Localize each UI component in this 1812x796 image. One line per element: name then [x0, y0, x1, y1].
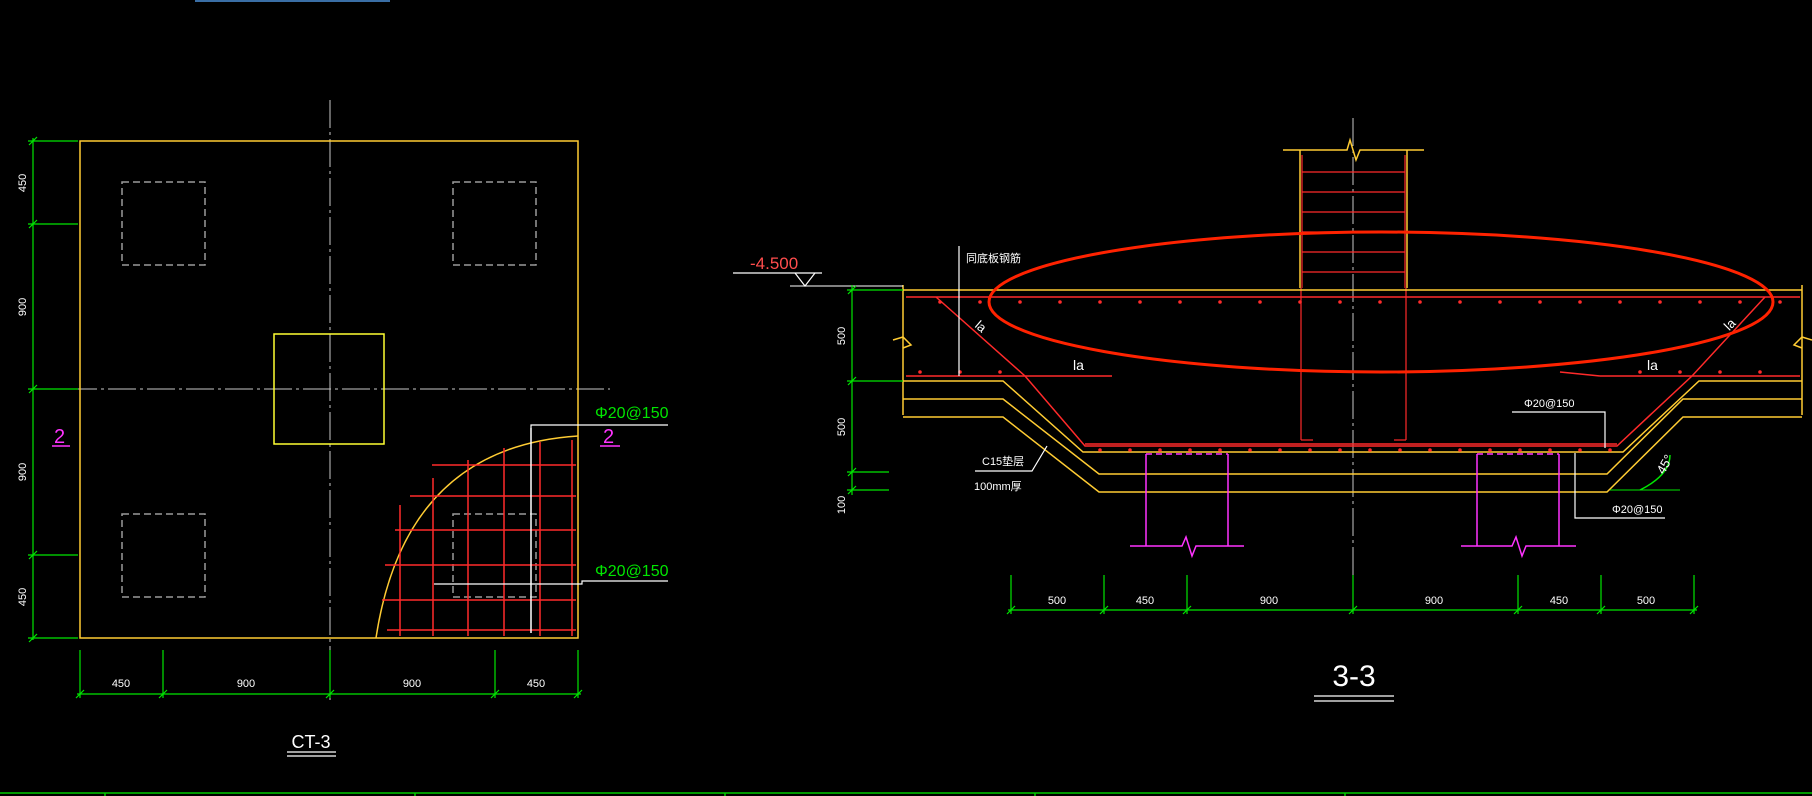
rebar-label-upper: Φ20@150 — [1524, 398, 1575, 410]
pile-square-bottom-right — [452, 513, 537, 598]
highlight-ellipse — [987, 230, 1775, 374]
cushion-note-1: C15垫层 — [982, 454, 1024, 468]
plan-dim-left-2: 900 — [17, 463, 29, 481]
rebar-quarter-arc — [375, 435, 579, 639]
plan-section-marker-right: 2 — [600, 426, 620, 448]
plan-rebar-leader-bottom — [434, 580, 668, 585]
la-left-diag: la — [972, 317, 990, 335]
plan-dim-left-1: 900 — [17, 298, 29, 316]
section-slab-outline — [892, 285, 1812, 493]
plan-dim-bottom-3: 450 — [527, 678, 545, 690]
elevation-label: -4.500 — [750, 254, 798, 273]
plan-dim-bottom — [75, 650, 583, 699]
section-column — [1283, 137, 1424, 441]
section-dim-bottom-2: 900 — [1260, 595, 1278, 607]
rebar-leader-lower — [1574, 453, 1665, 519]
plan-dim-left — [28, 136, 78, 643]
angle-annotation: 45° — [1610, 452, 1680, 491]
section-rebar — [906, 296, 1800, 447]
plan-center-lines — [30, 100, 610, 700]
section-piles — [1130, 453, 1576, 559]
cushion-leader — [975, 445, 1048, 472]
plan-title: CT-3 — [291, 732, 330, 752]
la-left: la — [1073, 357, 1084, 373]
section-dim-left-0: 500 — [836, 327, 848, 345]
plan-dim-left-0: 450 — [17, 174, 29, 192]
plan-column — [273, 333, 385, 445]
section-marker-right-label: 2 — [603, 426, 614, 448]
bottom-status-line — [0, 792, 1812, 796]
cushion-note-2: 100mm厚 — [974, 480, 1022, 493]
plan-dim-left-3: 450 — [17, 588, 29, 606]
section-dim-bottom-5: 500 — [1637, 595, 1655, 607]
rebar-leader-upper — [1512, 411, 1606, 448]
section-dim-bottom-3: 900 — [1425, 595, 1443, 607]
section-dim-bottom-1: 450 — [1136, 595, 1154, 607]
rebar-label-lower: Φ20@150 — [1612, 504, 1663, 516]
section-rebar-dots — [918, 300, 1782, 452]
la-right: la — [1647, 357, 1658, 373]
pile-square-top-left — [121, 181, 206, 266]
section-marker-left-label: 2 — [54, 426, 65, 448]
plan-dim-bottom-0: 450 — [112, 678, 130, 690]
angle-label: 45° — [1653, 452, 1676, 477]
section-dim-left-1: 500 — [836, 418, 848, 436]
plan-footing-outline — [79, 140, 579, 639]
plan-section-marker-left: 2 — [52, 426, 70, 448]
plan-dim-bottom-1: 900 — [237, 678, 255, 690]
section-dim-left-2: 100 — [836, 496, 848, 514]
plan-rebar-label-bottom: Φ20@150 — [595, 563, 669, 580]
pile-square-bottom-left — [121, 513, 206, 598]
section-view: -4.500 同底板钢筋 la la la la Φ20@150 Φ20@150… — [733, 118, 1812, 702]
plan-pile-squares — [121, 181, 537, 598]
section-dim-bottom — [1006, 575, 1699, 615]
section-title: 3-3 — [1332, 660, 1375, 693]
section-dim-bottom-0: 500 — [1048, 595, 1066, 607]
section-dim-bottom-4: 450 — [1550, 595, 1568, 607]
section-dim-left — [847, 285, 903, 495]
plan-rebar-quarter — [375, 428, 579, 639]
section-elevation-marker: -4.500 — [733, 254, 903, 287]
pile-square-top-right — [452, 181, 537, 266]
plan-rebar-label-top: Φ20@150 — [595, 405, 669, 422]
plan-view: Φ20@150 Φ20@150 2 2 450 900 900 450 — [17, 100, 669, 757]
note-same-bottom-rebar: 同底板钢筋 — [966, 251, 1021, 265]
plan-dim-bottom-2: 900 — [403, 678, 421, 690]
top-toolbar-strip — [195, 0, 390, 2]
plan-rebar-leader-top — [530, 424, 668, 428]
